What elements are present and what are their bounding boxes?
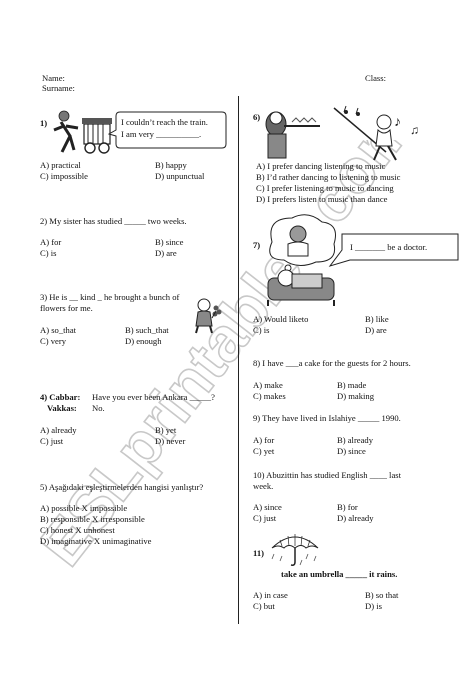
q1-bubble-line1: I couldn’t reach the train.	[121, 117, 208, 127]
q1-option-d[interactable]: D) unpunctual	[155, 171, 205, 181]
q5-option-b[interactable]: B) responsible X irresponsible	[40, 514, 145, 524]
q4-option-d[interactable]: D) never	[155, 436, 186, 446]
q4-question: Have you ever been Ankara _____?	[92, 392, 215, 402]
q11-option-b[interactable]: B) so that	[365, 590, 399, 600]
q4-option-a[interactable]: A) already	[40, 425, 77, 435]
q3-option-a[interactable]: A) so_that	[40, 325, 77, 335]
man-chasing-train-illustration	[53, 110, 112, 154]
q6-option-c[interactable]: C) I prefer listening to music to dancin…	[256, 183, 394, 193]
q7-speech-bubble	[328, 233, 459, 267]
q10-option-b[interactable]: B) for	[337, 502, 358, 512]
q9-question: 9) They have lived in Islahiye _____ 199…	[253, 413, 401, 423]
q4-speaker-cabbar: 4) Cabbar:	[40, 392, 81, 402]
q1-option-b[interactable]: B) happy	[155, 160, 187, 170]
q4-answer: No.	[92, 403, 105, 413]
q10-question-line1: 10) Abuzittin has studied English ____ l…	[253, 470, 401, 480]
umbrella-in-rain-illustration	[271, 534, 319, 566]
q9-option-a[interactable]: A) for	[253, 435, 275, 445]
q11-number: 11)	[253, 548, 264, 558]
column-divider	[238, 96, 239, 624]
q6-option-b[interactable]: B) I’d rather dancing to listening to mu…	[256, 172, 401, 182]
surname-label: Surname:	[42, 83, 75, 93]
q3-option-c[interactable]: C) very	[40, 336, 67, 346]
q11-option-c[interactable]: C) but	[253, 601, 275, 611]
q11-option-a[interactable]: A) in case	[253, 590, 288, 600]
q3-question-line2: flowers for me.	[40, 303, 93, 313]
q4-option-c[interactable]: C) just	[40, 436, 64, 446]
q4-option-b[interactable]: B) yet	[155, 425, 177, 435]
q7-option-d[interactable]: D) are	[365, 325, 387, 335]
q8-question: 8) I have ___a cake for the guests for 2…	[253, 358, 411, 368]
q1-speech-bubble	[108, 111, 227, 149]
q5-question: 5) Aşağıdaki eşleştirmelerden hangisi ya…	[40, 482, 204, 492]
q6-number: 6)	[253, 112, 261, 122]
q4-speaker-vakkas: Vakkas:	[47, 403, 77, 413]
q7-option-a[interactable]: A) Would liketo	[253, 314, 309, 324]
q6-option-d[interactable]: D) I prefers listen to music than dance	[256, 194, 388, 204]
q7-number: 7)	[253, 240, 261, 250]
name-label: Name:	[42, 73, 65, 83]
q9-option-c[interactable]: C) yet	[253, 446, 275, 456]
q5-option-c[interactable]: C) honest X unhonest	[40, 525, 115, 535]
q7-option-b[interactable]: B) like	[365, 314, 389, 324]
q2-option-b[interactable]: B) since	[155, 237, 184, 247]
q10-option-c[interactable]: C) just	[253, 513, 277, 523]
child-dreaming-doctor-illustration	[267, 214, 336, 306]
q10-question-line2: week.	[253, 481, 274, 491]
q1-bubble-line2: I am very __________.	[121, 129, 202, 139]
svg-text:♪: ♪	[394, 115, 401, 130]
q8-option-d[interactable]: D) making	[337, 391, 374, 401]
q3-option-d[interactable]: D) enough	[125, 336, 162, 346]
q1-number: 1)	[40, 118, 48, 128]
q2-option-a[interactable]: A) for	[40, 237, 62, 247]
q1-option-a[interactable]: A) practical	[40, 160, 81, 170]
q9-option-d[interactable]: D) since	[337, 446, 366, 456]
musician-and-dancer-illustration: ♪ ♫	[265, 105, 419, 161]
q8-option-a[interactable]: A) make	[253, 380, 283, 390]
q11-caption: take an umbrella _____ it rains.	[281, 569, 398, 579]
q11-option-d[interactable]: D) is	[365, 601, 382, 611]
q8-option-b[interactable]: B) made	[337, 380, 367, 390]
q9-option-b[interactable]: B) already	[337, 435, 374, 445]
q2-question: 2) My sister has studied _____ two weeks…	[40, 216, 187, 226]
man-with-flowers-illustration	[195, 298, 222, 334]
q5-option-d[interactable]: D) imaginative X unimaginative	[40, 536, 152, 546]
q10-option-a[interactable]: A) since	[253, 502, 282, 512]
q7-bubble-text: I _______ be a doctor.	[350, 242, 428, 252]
q6-option-a[interactable]: A) I prefer dancing listening to music	[256, 161, 386, 171]
q8-option-c[interactable]: C) makes	[253, 391, 286, 401]
q5-option-a[interactable]: A) possible X impossible	[40, 503, 128, 513]
q3-question-line1: 3) He is __ kind _ he brought a bunch of	[40, 292, 180, 302]
svg-text:♫: ♫	[410, 123, 419, 137]
q10-option-d[interactable]: D) already	[337, 513, 374, 523]
q2-option-d[interactable]: D) are	[155, 248, 177, 258]
q7-option-c[interactable]: C) is	[253, 325, 270, 335]
class-label: Class:	[365, 73, 387, 83]
q3-option-b[interactable]: B) such_that	[125, 325, 169, 335]
q2-option-c[interactable]: C) is	[40, 248, 57, 258]
q1-option-c[interactable]: C) impossible	[40, 171, 88, 181]
